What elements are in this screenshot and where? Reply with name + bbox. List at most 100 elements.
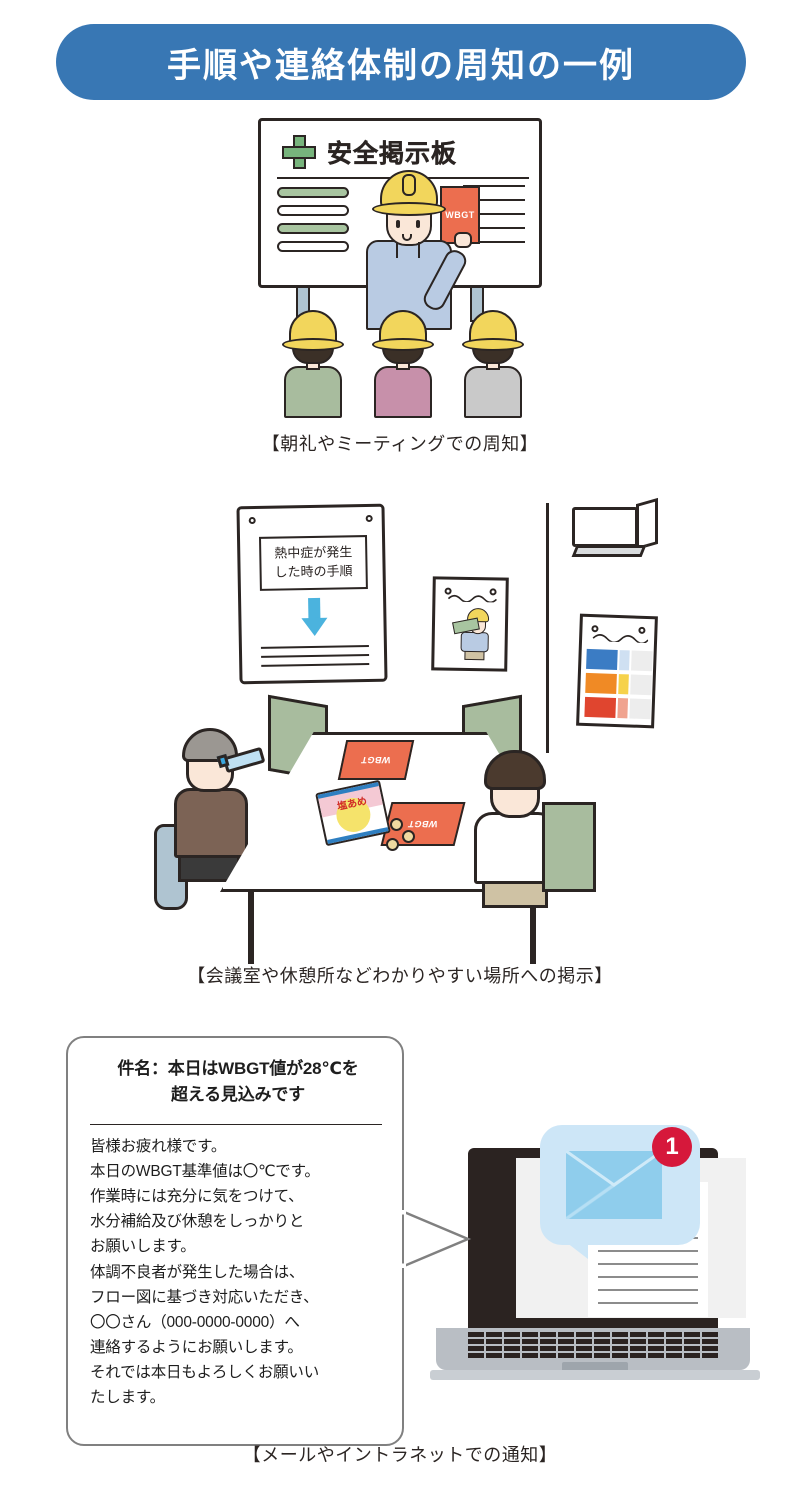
person-drinking-water bbox=[154, 728, 272, 910]
wbgt-card-on-table: WBGT bbox=[337, 740, 415, 780]
key-row bbox=[468, 1346, 718, 1351]
candy-piece bbox=[386, 838, 399, 851]
key-row bbox=[468, 1339, 718, 1344]
mini-worker-illustration bbox=[448, 606, 497, 663]
candy-piece bbox=[402, 830, 415, 843]
presenter-worker bbox=[358, 170, 472, 330]
section-meeting-room: 熱中症が発生 した時の手順 bbox=[0, 495, 800, 975]
chart-band bbox=[619, 650, 631, 671]
envelope-crease bbox=[566, 1151, 662, 1187]
chart-band bbox=[586, 648, 618, 671]
arrow-head bbox=[301, 617, 328, 637]
board-bar bbox=[277, 205, 349, 216]
email-body: 皆様お疲れ様です。 本日のWBGT基準値は〇℃です。 作業時には充分に気をつけて… bbox=[90, 1134, 390, 1410]
mini-shirt bbox=[460, 631, 489, 653]
pin-icon bbox=[248, 516, 256, 525]
down-arrow-icon bbox=[301, 597, 328, 637]
candy-piece bbox=[390, 818, 403, 831]
person-left-shirt bbox=[174, 788, 248, 858]
presenter-mouth bbox=[402, 234, 412, 241]
notification-count-badge: 1 bbox=[652, 1127, 692, 1167]
board-bar bbox=[277, 187, 349, 198]
squiggle-text-icon bbox=[447, 594, 497, 603]
mail-notification-bubble: 1 bbox=[540, 1125, 700, 1245]
aircon-body bbox=[572, 507, 638, 547]
speech-bubble-tail bbox=[402, 1210, 472, 1268]
listener-helmet-brim bbox=[372, 338, 434, 351]
email-subject: 件名：本日はWBGT値が28℃を 超える見込みです bbox=[88, 1056, 388, 1107]
page-title-banner: 手順や連絡体制の周知の一例 bbox=[56, 24, 746, 100]
laptop-front-edge bbox=[430, 1370, 760, 1380]
email-subject-line2: 超える見込みです bbox=[171, 1084, 305, 1104]
presenter-eye bbox=[416, 220, 420, 228]
laptop-keyboard bbox=[468, 1332, 718, 1358]
board-text-line bbox=[463, 241, 525, 243]
poster-body-line bbox=[261, 654, 370, 658]
pin-icon bbox=[365, 514, 373, 523]
envelope-flap-right bbox=[566, 1151, 662, 1199]
document-line bbox=[598, 1276, 698, 1278]
heat-index-chart-poster bbox=[576, 613, 658, 729]
document-line bbox=[598, 1289, 698, 1291]
wbgt-card-label: WBGT bbox=[360, 755, 392, 765]
document-line bbox=[598, 1250, 698, 1252]
board-title: 安全掲示板 bbox=[327, 140, 458, 168]
email-subject-line1: 件名：本日はWBGT値が28℃を bbox=[117, 1059, 359, 1078]
email-body-line: 皆様お疲れ様です。 bbox=[90, 1138, 227, 1155]
document-line bbox=[598, 1302, 698, 1304]
table-leg bbox=[248, 890, 254, 964]
email-body-line: お願いします。 bbox=[90, 1238, 196, 1256]
email-body-line: 水分補給及び休憩をしっかりと bbox=[90, 1213, 305, 1231]
presenter-hand bbox=[454, 232, 472, 248]
email-body-line: フロー図に基づき対応いただき、 bbox=[90, 1288, 319, 1306]
section-morning-meeting: 安全掲示板 WBGT bbox=[0, 118, 800, 458]
poster-body-lines bbox=[260, 645, 370, 674]
procedure-poster: 熱中症が発生 した時の手順 bbox=[236, 503, 388, 685]
envelope-icon bbox=[566, 1151, 662, 1219]
listener-shirt bbox=[464, 366, 522, 418]
listener-shirt bbox=[374, 366, 432, 418]
listener-worker bbox=[278, 310, 348, 418]
poster-title-line1: 熱中症が発生 bbox=[274, 544, 353, 561]
caption-meeting-room: 【会議室や休憩所などわかりやすい場所への掲示】 bbox=[187, 966, 613, 986]
poster-body-line bbox=[261, 663, 370, 667]
poster-title-line2: した時の手順 bbox=[274, 563, 353, 580]
wbgt-card-presenter: WBGT bbox=[440, 186, 480, 244]
aircon-side bbox=[636, 497, 658, 551]
poster-title-box: 熱中症が発生 した時の手順 bbox=[258, 535, 368, 591]
presenter-helmet-ridge bbox=[402, 174, 416, 196]
squiggle-text-icon bbox=[592, 634, 649, 644]
chart-band-row bbox=[586, 648, 653, 672]
board-text-line bbox=[463, 185, 525, 187]
page-title: 手順や連絡体制の周知の一例 bbox=[167, 46, 635, 85]
presenter-helmet-brim bbox=[372, 202, 446, 216]
board-text-lines bbox=[463, 185, 525, 255]
email-speech-bubble: 件名：本日はWBGT値が28℃を 超える見込みです 皆様お疲れ様です。 本日のW… bbox=[66, 1036, 404, 1446]
poster-body-line bbox=[260, 645, 369, 649]
email-body-line: それでは本日もよろしくお願いい bbox=[90, 1363, 320, 1381]
pin-icon bbox=[591, 625, 599, 633]
audience-group bbox=[278, 310, 528, 418]
listener-helmet-brim bbox=[282, 338, 344, 351]
listener-helmet-brim bbox=[462, 338, 524, 351]
green-cross-icon bbox=[282, 135, 316, 169]
email-body-line: 作業時には充分に気をつけて、 bbox=[90, 1188, 304, 1206]
board-bar bbox=[277, 241, 349, 252]
board-text-line bbox=[463, 227, 525, 229]
key-row bbox=[468, 1332, 718, 1337]
arrow-shaft bbox=[308, 597, 321, 621]
board-bar bbox=[277, 223, 349, 234]
email-body-line: たします。 bbox=[90, 1389, 165, 1407]
wbgt-card-label: WBGT bbox=[407, 819, 439, 829]
pin-icon bbox=[638, 626, 646, 634]
chair-right bbox=[542, 802, 596, 892]
board-text-line bbox=[463, 213, 525, 215]
caption-morning-meeting: 【朝礼やミーティングでの周知】 bbox=[261, 434, 539, 454]
document-line bbox=[598, 1263, 698, 1265]
email-body-line: 〇〇さん（000-0000-0000）へ bbox=[90, 1313, 300, 1331]
email-body-line: 本日のWBGT基準値は〇℃です。 bbox=[90, 1163, 320, 1181]
board-bar-list bbox=[277, 187, 349, 259]
email-body-line: 連絡するようにお願いします。 bbox=[90, 1338, 303, 1356]
presenter-collar bbox=[396, 242, 420, 258]
key-row bbox=[468, 1353, 718, 1358]
